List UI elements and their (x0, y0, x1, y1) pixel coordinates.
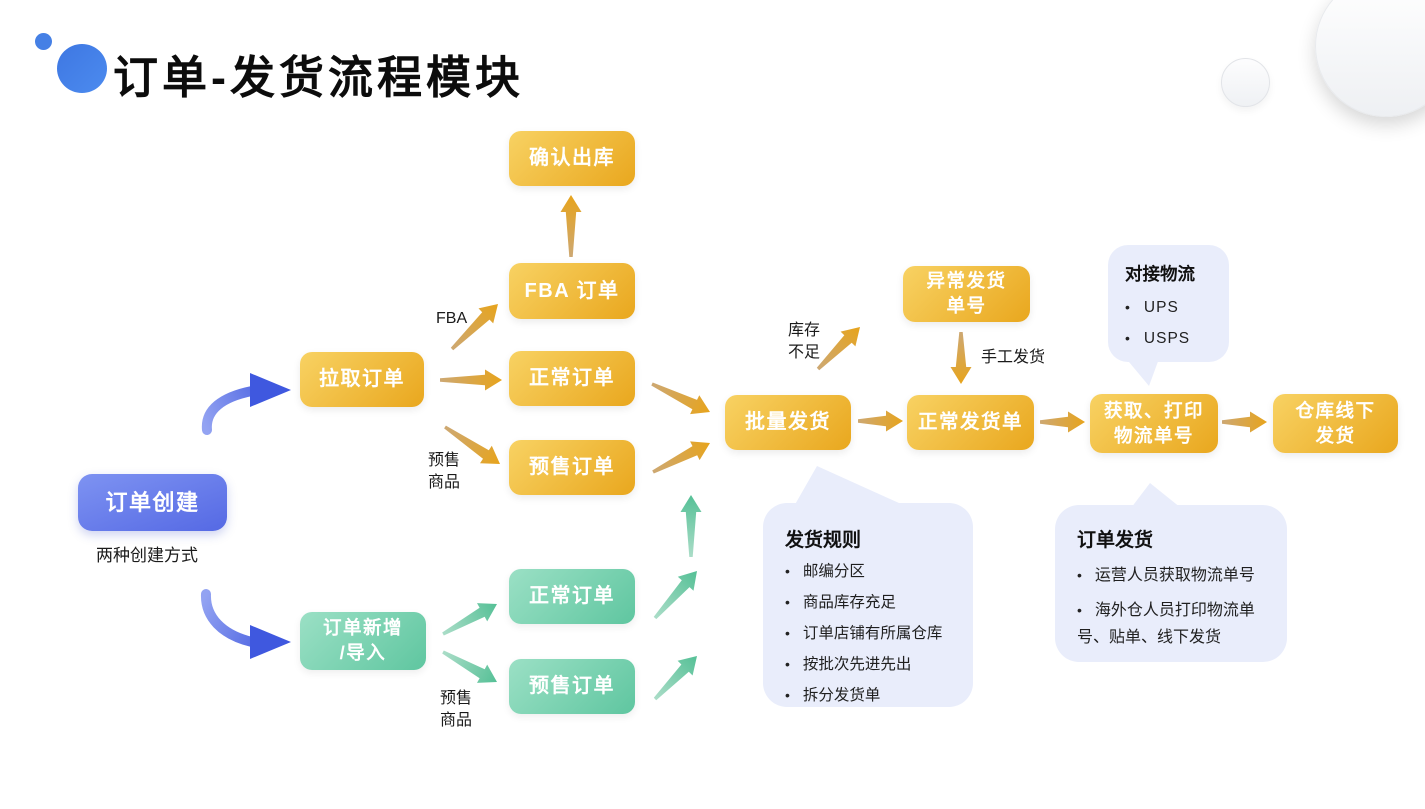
arrow-normalg-to-merge (653, 571, 697, 620)
label-creation-note: 两种创建方式 (96, 546, 198, 565)
list-item: 订单店铺有所属仓库 (785, 624, 965, 645)
label-stock-shortage: 库存 不足 (788, 322, 821, 361)
arrow-normalship-to-getprint (1040, 411, 1085, 433)
node-pull-orders: 拉取订单 (300, 352, 424, 407)
arrow-fba-to-confirm (560, 195, 582, 257)
list-item: USPS (1125, 329, 1221, 350)
arrow-add-to-normalg (442, 603, 497, 636)
callout-tail-order-ship (1128, 483, 1186, 512)
callout-tail-logistics (1124, 356, 1160, 386)
title-dot-small-icon (35, 33, 52, 50)
label-fba: FBA (436, 310, 468, 327)
arrow-pull-to-presale (444, 425, 500, 464)
arrow-green-merge-up (680, 495, 702, 557)
callout-order-ship: 订单发货 运营人员获取物流单号 海外仓人员打印物流单号、贴单、线下发货 (1055, 505, 1287, 662)
label-manual-ship: 手工发货 (981, 349, 1046, 366)
label-presale-goods-bottom: 预售 商品 (440, 690, 473, 729)
node-presale-order-manual: 预售订单 (509, 659, 635, 714)
list-item: 运营人员获取物流单号 (1077, 562, 1277, 589)
list-item: 邮编分区 (785, 562, 965, 583)
arrow-create-to-add-head (250, 625, 291, 659)
list-item: 按批次先进先出 (785, 655, 965, 676)
node-batch-ship: 批量发货 (725, 395, 851, 450)
arrow-add-to-presaleg (442, 650, 497, 683)
node-abnormal-ship-no: 异常发货 单号 (903, 266, 1030, 322)
page-title: 订单-发货流程模块 (113, 52, 524, 103)
node-presale-order-pull: 预售订单 (509, 440, 635, 495)
callout-ship-rules: 发货规则 邮编分区 商品库存充足 订单店铺有所属仓库 按批次先进先出 拆分发货单 (763, 503, 973, 707)
node-order-add-import: 订单新增 /导入 (300, 612, 426, 670)
node-normal-order-manual: 正常订单 (509, 569, 635, 624)
callout-logistics-title: 对接物流 (1125, 264, 1195, 284)
node-warehouse-offline-ship: 仓库线下 发货 (1273, 394, 1398, 453)
callout-logistics-list: UPS USPS (1125, 298, 1221, 350)
callout-logistics: 对接物流 UPS USPS (1108, 245, 1229, 362)
arrow-batch-to-abnormal (816, 327, 860, 371)
callout-order-ship-title: 订单发货 (1077, 530, 1154, 551)
callout-ship-rules-title: 发货规则 (785, 530, 862, 551)
callout-ship-rules-list: 邮编分区 商品库存充足 订单店铺有所属仓库 按批次先进先出 拆分发货单 (785, 562, 965, 707)
callout-order-ship-list: 运营人员获取物流单号 海外仓人员打印物流单号、贴单、线下发货 (1077, 562, 1277, 651)
list-item: 海外仓人员打印物流单号、贴单、线下发货 (1077, 597, 1277, 651)
arrow-getprint-to-warehouse (1222, 411, 1267, 433)
node-fba-order: FBA 订单 (509, 263, 635, 319)
arrow-normal-to-batch (651, 382, 710, 415)
arrow-presale-to-batch (652, 441, 710, 474)
arrow-pull-to-normal (440, 369, 502, 391)
list-item: UPS (1125, 298, 1221, 319)
title-dot-large-icon (57, 44, 107, 93)
node-confirm-outbound: 确认出库 (509, 131, 635, 186)
node-get-print-tracking: 获取、打印 物流单号 (1090, 394, 1218, 453)
node-order-create: 订单创建 (78, 474, 227, 531)
arrow-presaleg-to-merge (653, 656, 697, 701)
decorative-circle-small (1221, 58, 1270, 107)
arrow-create-to-pull-head (250, 373, 291, 407)
arrow-create-to-pull-curve (201, 386, 257, 435)
node-normal-ship-order: 正常发货单 (907, 395, 1034, 450)
node-normal-order-pull: 正常订单 (509, 351, 635, 406)
arrow-pull-to-fba (450, 304, 498, 351)
list-item: 拆分发货单 (785, 686, 965, 707)
arrow-create-to-add-curve (201, 589, 257, 647)
arrow-batch-to-normalship (858, 410, 903, 432)
callout-tail-ship-rules (793, 466, 910, 508)
label-presale-goods-top: 预售 商品 (428, 452, 461, 491)
list-item: 商品库存充足 (785, 593, 965, 614)
arrow-abnormal-to-normalship (950, 332, 972, 384)
